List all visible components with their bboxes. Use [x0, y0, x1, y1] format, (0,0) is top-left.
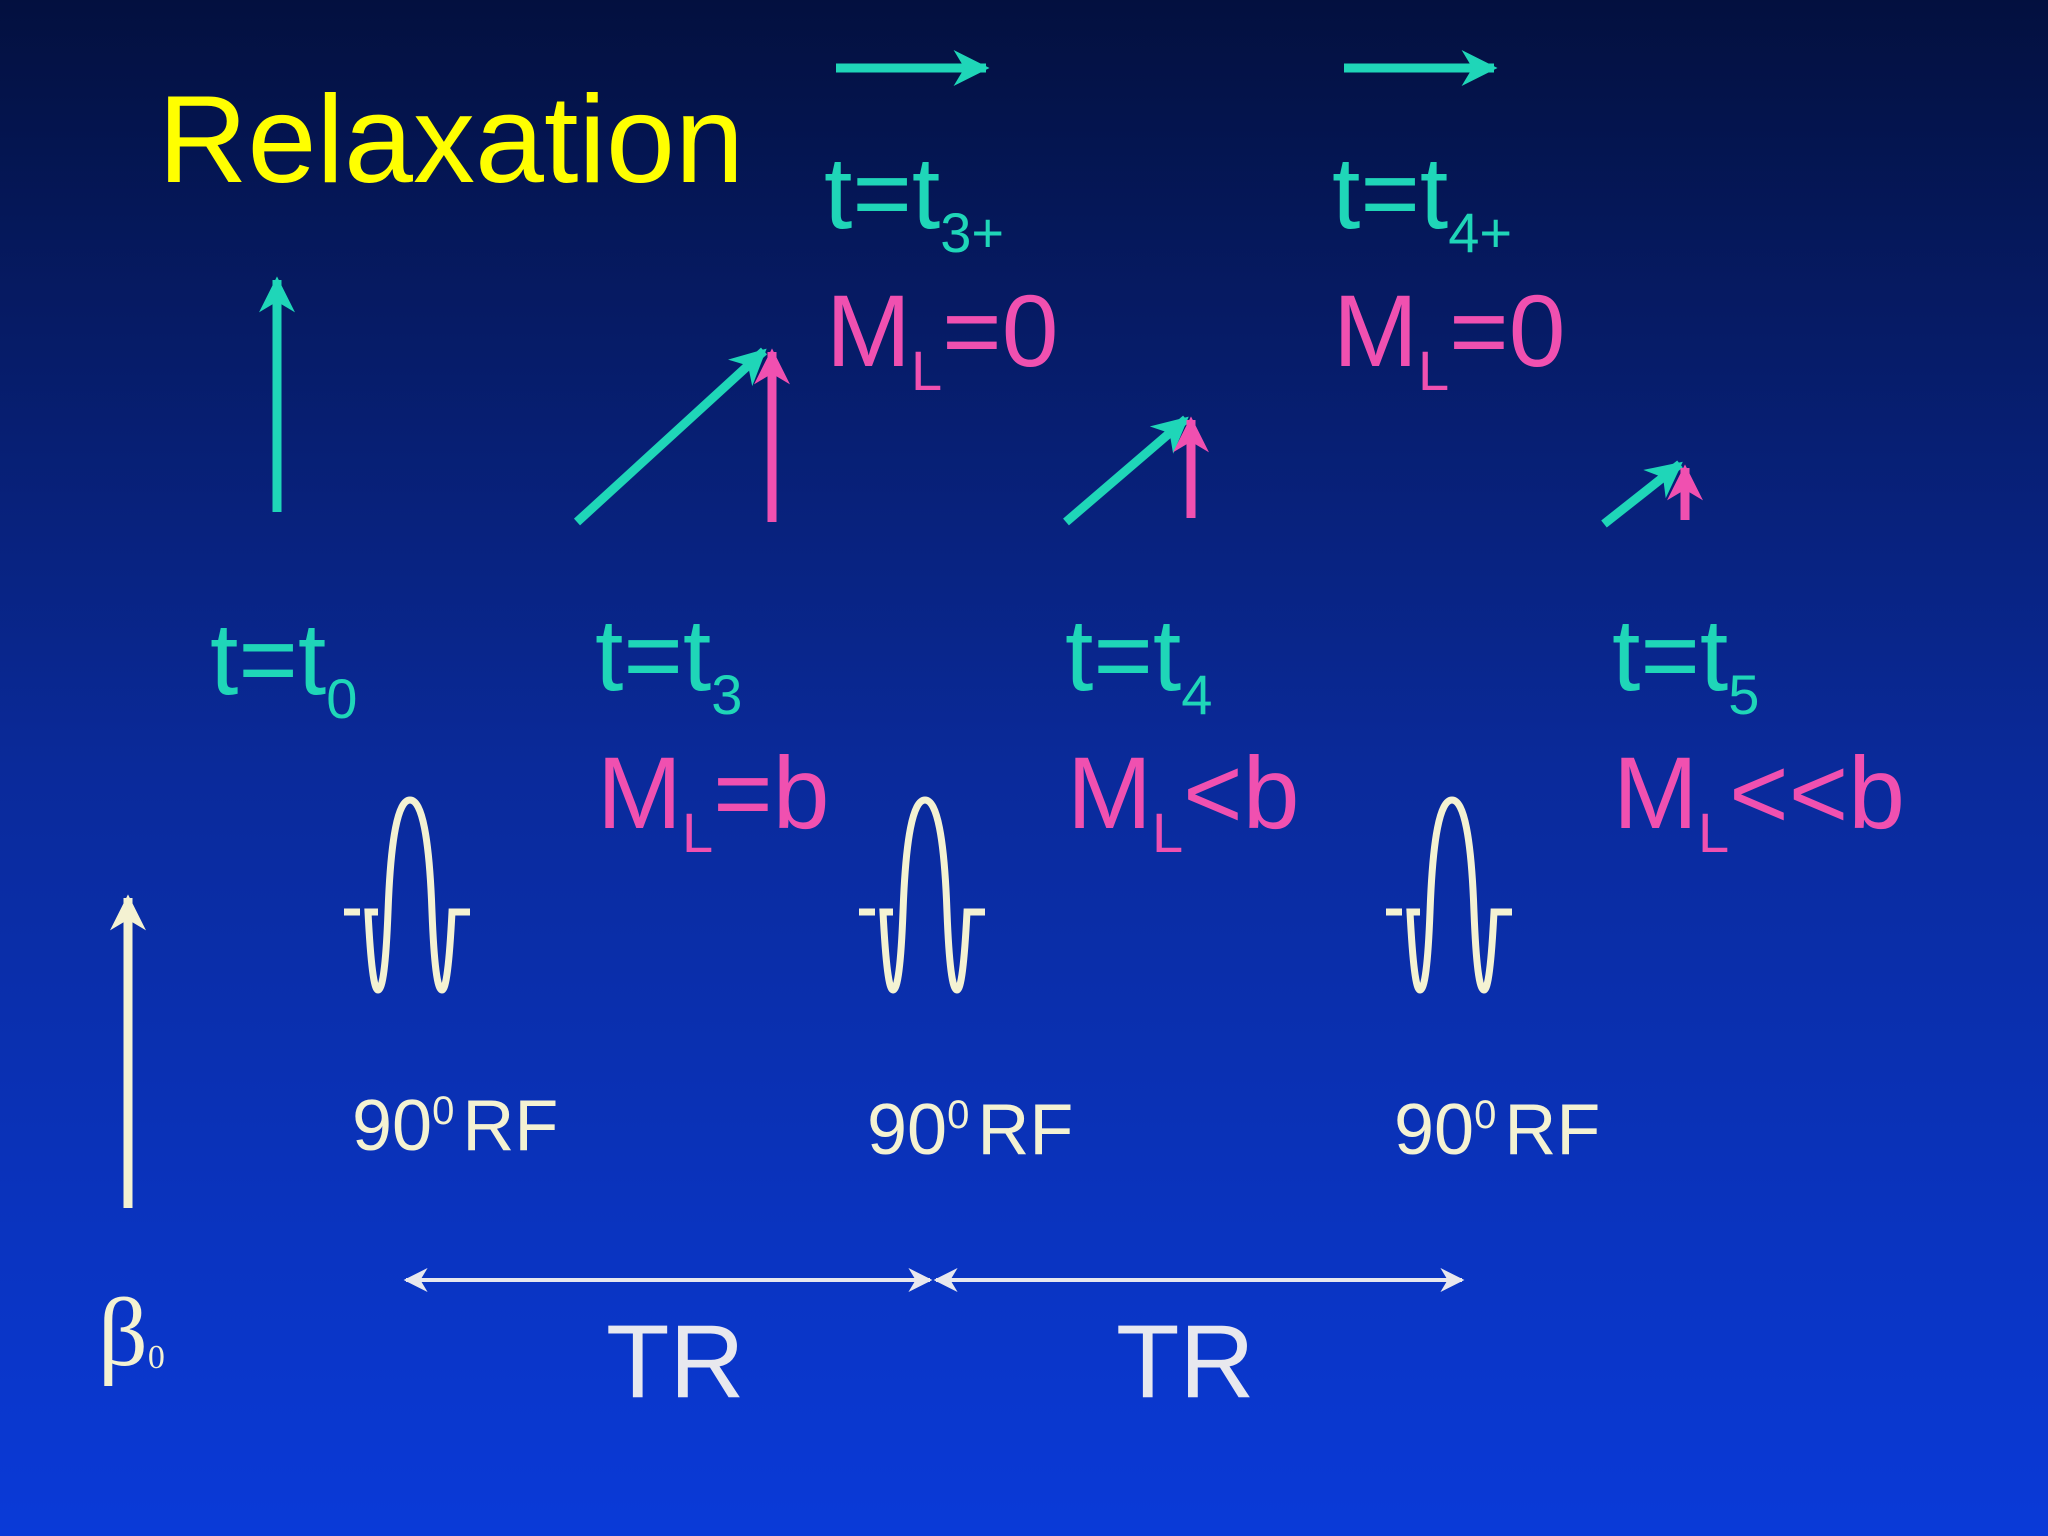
- rf-pulse-2: [859, 796, 985, 994]
- time-label-t5: t=t5: [1612, 598, 1760, 726]
- ml-label-t3: ML=b: [597, 736, 830, 864]
- ml-label-t4-plus: ML=0: [1333, 274, 1566, 402]
- ml-label-t4: ML<b: [1067, 736, 1300, 864]
- time-label-t3-plus: t=t3+: [824, 136, 1005, 264]
- time-label-t3: t=t3: [595, 598, 743, 726]
- rf-pulse-1: [344, 796, 470, 994]
- b0-label: β0: [98, 1279, 165, 1387]
- ml-label-t5: ML<<b: [1613, 736, 1905, 864]
- time-label-t0: t=t0: [210, 602, 358, 730]
- transverse-vector-t4: [1063, 415, 1189, 526]
- slide-title: Relaxation: [158, 71, 744, 209]
- tr-label-1: TR: [606, 1304, 745, 1420]
- time-label-t4-plus: t=t4+: [1332, 136, 1513, 264]
- time-label-t4: t=t4: [1065, 598, 1213, 726]
- transverse-vector-t3: [573, 347, 768, 526]
- rf-pulse-3: [1386, 796, 1512, 994]
- tr-label-2: TR: [1116, 1304, 1255, 1420]
- transverse-vector-t5: [1601, 460, 1683, 528]
- ml-label-t3-plus: ML=0: [826, 274, 1059, 402]
